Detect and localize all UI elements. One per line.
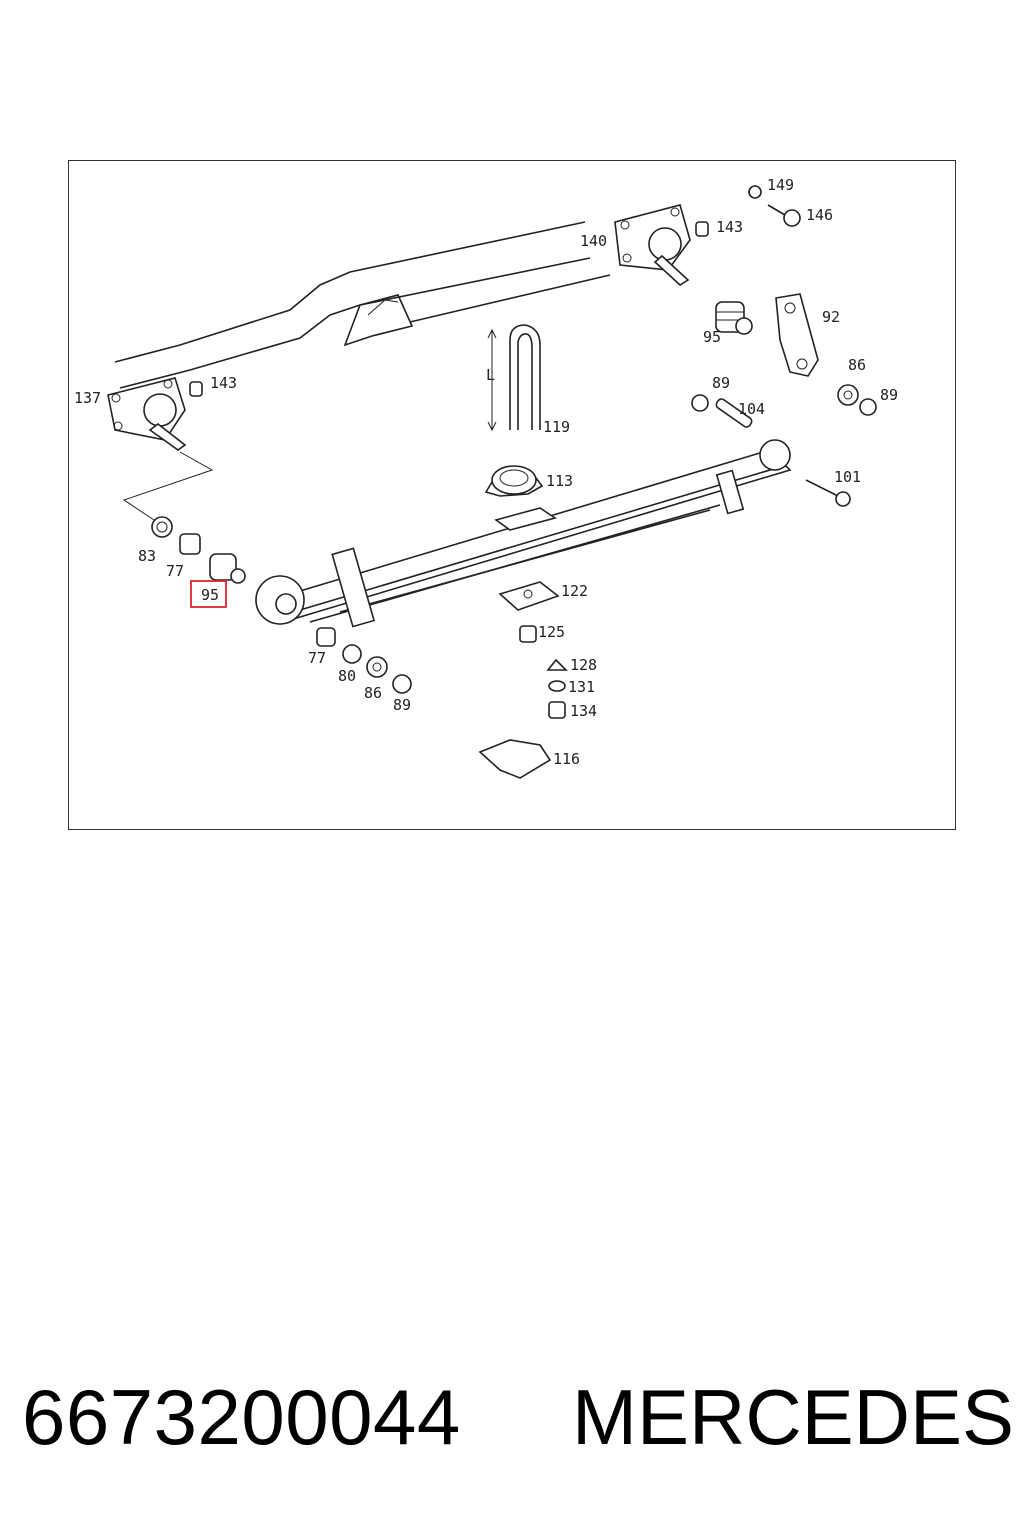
screw-143-left <box>189 381 203 397</box>
shackle <box>775 293 819 377</box>
label-146: 146 <box>806 206 833 224</box>
u-bolt <box>487 324 541 432</box>
label-89-right: 89 <box>880 386 898 404</box>
brand-name: MERCEDES <box>572 1373 1015 1461</box>
spring-hanger-left <box>107 377 214 521</box>
label-95-highlighted: 95 <box>201 586 219 604</box>
label-140: 140 <box>580 232 607 250</box>
bolt-101 <box>805 479 851 507</box>
label-143-left: 143 <box>210 374 237 392</box>
left-bushing-set <box>151 516 246 584</box>
label-143-right: 143 <box>716 218 743 236</box>
label-80: 80 <box>338 667 356 685</box>
label-89-lower: 89 <box>393 696 411 714</box>
spring-hanger-right <box>614 204 691 287</box>
label-149: 149 <box>767 176 794 194</box>
diagram-frame <box>68 160 956 830</box>
label-134: 134 <box>570 702 597 720</box>
center-parts <box>478 581 568 779</box>
frame-rail <box>114 221 611 389</box>
axle-seat <box>484 465 544 497</box>
label-83: 83 <box>138 547 156 565</box>
label-116: 116 <box>553 750 580 768</box>
label-95-right: 95 <box>703 328 721 346</box>
leaf-spring <box>255 439 792 628</box>
label-128: 128 <box>570 656 597 674</box>
bolt-149-146 <box>748 185 801 227</box>
screw-143-right <box>695 221 709 237</box>
label-122: 122 <box>561 582 588 600</box>
highlight-box <box>190 580 227 608</box>
label-119: 119 <box>543 418 570 436</box>
label-89-upper: 89 <box>712 374 730 392</box>
part-number: 6673200044 <box>22 1373 461 1461</box>
callout-labels: 149 146 140 143 92 95 86 89 89 104 137 1… <box>74 176 898 768</box>
label-77-lower: 77 <box>308 649 326 667</box>
label-101: 101 <box>834 468 861 486</box>
label-86-lower: 86 <box>364 684 382 702</box>
bushing-right <box>715 301 753 335</box>
label-131: 131 <box>568 678 595 696</box>
label-77-left: 77 <box>166 562 184 580</box>
label-92: 92 <box>822 308 840 326</box>
label-137: 137 <box>74 389 101 407</box>
label-L: L <box>486 366 495 384</box>
label-104: 104 <box>738 400 765 418</box>
label-125: 125 <box>538 623 565 641</box>
label-86-right: 86 <box>848 356 866 374</box>
label-113: 113 <box>546 472 573 490</box>
lower-bushing-set <box>316 627 412 694</box>
washer-nut-right <box>691 384 877 428</box>
